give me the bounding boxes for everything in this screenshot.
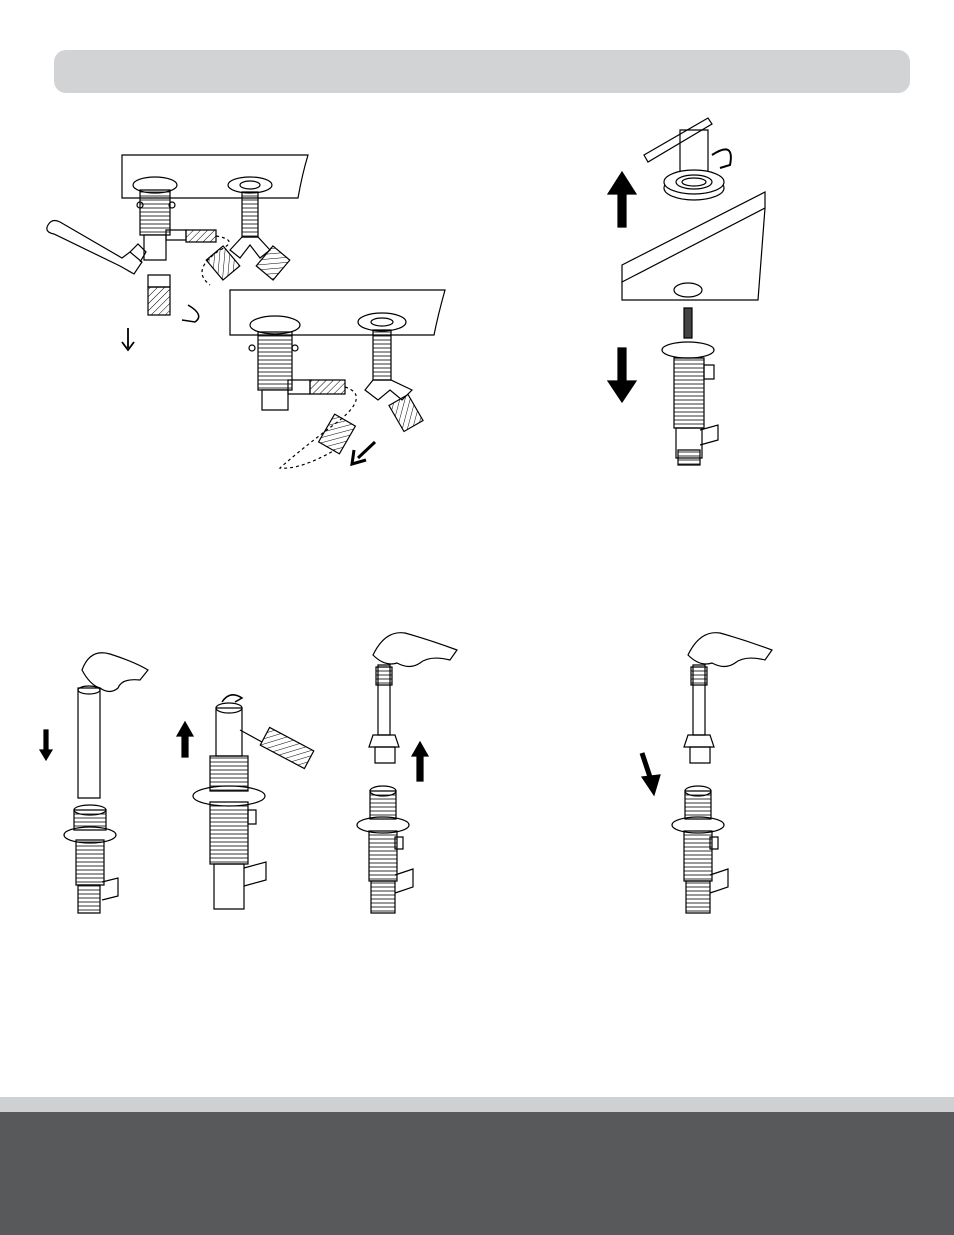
rotate-arrow-icon [222,695,242,702]
valve-body [357,786,413,913]
hand-icon [373,633,457,667]
wrench-icon [47,221,146,274]
down-arrow-icon [122,328,134,350]
valve-body [662,308,718,465]
valve-body [672,786,728,913]
tee-fitting [206,177,290,280]
rotate-arrow-icon [712,149,731,168]
valve-body [193,756,266,909]
fig-handle-removal [600,110,775,475]
handle [644,118,724,200]
header-bar [54,50,910,93]
down-arrow-icon [352,442,375,464]
valve-body [133,177,216,260]
screwdriver-icon [240,727,314,768]
sleeve [78,688,100,798]
footer-dark-band [0,1112,954,1235]
valve-body [64,805,118,913]
down-arrow-icon [40,730,52,760]
fig-screwdriver-remove [170,680,330,920]
up-arrow-icon [608,172,636,227]
down-arrow-icon [608,348,636,402]
hand-icon [688,633,772,667]
fig-hose-disconnect [40,150,460,480]
fig-lower-sleeve [30,640,160,920]
footer-light-band [0,1097,954,1112]
rotate-arrow-icon [182,305,199,322]
up-arrow-icon [412,742,428,781]
valve-body [249,316,345,410]
fig-pull-cartridge [345,625,465,920]
down-arrow-icon [642,753,660,795]
fig-insert-cartridge [630,625,780,920]
up-arrow-icon [177,722,193,757]
